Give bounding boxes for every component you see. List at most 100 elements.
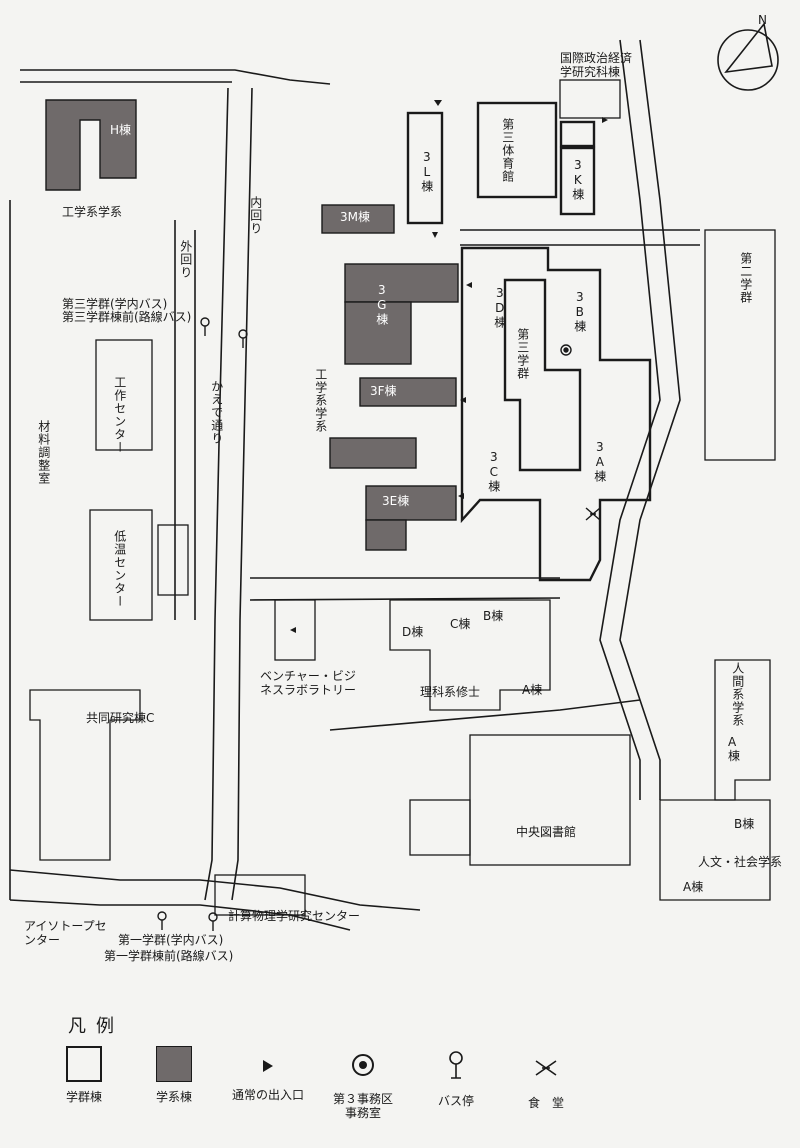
north-label: N [758,13,767,27]
entrance-triangle-icon [263,1060,273,1072]
legend-item-bus-stop: バス停 [428,1046,484,1108]
south-road-lower [9,899,351,931]
legend-label: バス停 [437,1094,474,1108]
b-bldg-label: B棟 [483,609,504,623]
third-cluster-label: 第三学群 [515,328,530,380]
c3-label: 3C棟 [486,450,501,493]
legend-label: 学系棟 [155,1090,192,1104]
h-building [45,99,137,191]
filled-square-icon [156,1046,192,1082]
venture-lab-outline [274,599,316,661]
top-road-upper [20,69,331,85]
bus-third-route-label: 第三学群棟前(路線バス) [62,310,192,324]
joint-research-c-outline [29,689,141,861]
e3-building-low [365,519,407,551]
f3-building-label: 3F棟 [370,384,397,398]
f3-building-low [329,437,417,469]
office-circle-icon [352,1054,374,1076]
entrance-icon [466,282,472,288]
east-road-2 [619,39,681,800]
office-dot [563,347,569,353]
bus-first-route-label: 第一学群棟前(路線バス) [104,949,234,963]
bus-stop-icon [208,912,218,931]
legend-item-cluster: 学群棟 [56,1046,112,1104]
e3-building [365,485,457,521]
office-circle-icon [560,344,572,356]
b3-label: 3B棟 [572,290,587,333]
bus-stop-icon [200,317,210,336]
library-annex [409,799,471,856]
inner-loop-label: 内回り [248,196,263,235]
second-cluster-label: 第二学群 [738,252,753,304]
science-building-outline [389,599,551,711]
outer-loop-label: 外回り [178,240,193,279]
department-buildings [45,99,459,551]
m3-building-label: 3M棟 [340,210,370,224]
entrance-icon [458,493,464,499]
bus-first-label: 第一学群(学内バス) [118,933,224,947]
kaede-street-label: かえで通り [209,380,224,445]
humanities-outline [659,799,771,901]
low-temp-center-annex [157,524,189,596]
c-bldg-label: C棟 [450,617,471,631]
third-gym-label: 第三体育館 [500,118,515,183]
legend-title: 凡例 [68,1016,124,1037]
east-road-1 [599,39,661,800]
second-cluster-outline [704,229,776,461]
e3-building-label: 3E棟 [382,494,410,508]
legend-item-office: 第３事務区事務室 [318,1046,408,1121]
natural-sci-master-label: 理科系修士 [420,685,481,699]
g3-building-lower [344,301,412,365]
venture-lab-label: ベンチャー・ビジネスラボラトリー [260,669,357,697]
engineering-sci-label: 工学系学系 [62,205,123,219]
legend-label: 学群棟 [65,1090,102,1104]
entrance-icon [602,117,608,123]
human-a-label: A棟 [728,735,741,763]
joint-research-c-label: 共同研究棟C [86,711,155,725]
bus-third-label: 第三学群(学内バス) [62,297,168,311]
kaede-street-west [204,87,229,901]
third-cluster-inner [503,278,582,472]
legend-item-cafeteria: 食 堂 [518,1046,574,1110]
legend-item-entrance: 通常の出入口 [226,1046,310,1102]
third-gym-outline [476,101,558,199]
computational-physics-outline [214,874,306,916]
human-sciences-label: 人間系学系 [730,662,745,727]
entrance-icon [290,627,296,633]
legend-label: 通常の出入口 [231,1088,304,1102]
outline-square-icon [66,1046,102,1082]
south-road-upper [9,869,421,911]
humanities-a-label: A棟 [683,880,704,894]
k3-top [559,120,596,148]
humanities-social-label: 人文・社会学系 [698,855,783,869]
workshop-center-label: 工作センター [112,376,127,454]
l3-label: 3L棟 [419,150,434,193]
bus-stop-icon [449,1051,463,1079]
k3-label: 3K棟 [570,158,585,201]
m3-building [321,204,395,234]
bus-stop-icon [238,329,248,348]
kaede-street-east [231,87,253,901]
central-library-label: 中央図書館 [516,825,577,839]
intl-pol-econ-outline [559,79,621,119]
cafeteria-icon [585,507,601,521]
compass-arrow [724,22,773,74]
entrance-icon [432,232,438,238]
d3-label: 3D棟 [492,286,507,329]
d-bldg-label: D棟 [402,625,424,639]
a3-label: 3A棟 [592,440,607,483]
low-temp-center-label: 低温センター [112,530,127,608]
north-compass [717,22,779,91]
a-bldg-label: A棟 [522,683,543,697]
intl-pol-econ-label: 国際政治経済学研究科棟 [560,51,633,79]
cafeteria-icon [535,1060,557,1076]
legend-label: 食 堂 [527,1096,564,1110]
legend-label: 第３事務区事務室 [333,1092,394,1121]
materials-room-label: 材料調整室 [36,420,51,485]
humanities-b-label: B棟 [734,817,755,831]
k3-outline [559,146,596,216]
library-road [329,699,641,731]
entrance-icon [434,100,442,106]
